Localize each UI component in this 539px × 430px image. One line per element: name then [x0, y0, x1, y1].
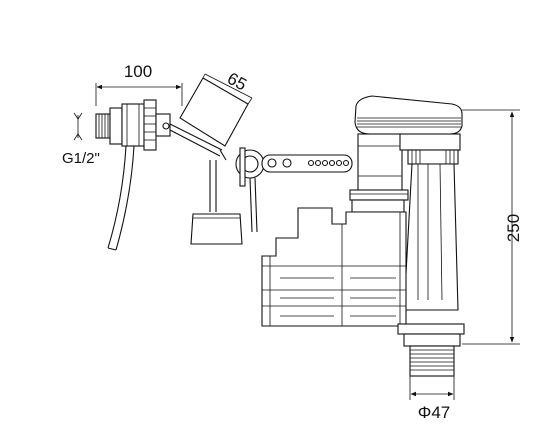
dimension-250: 250: [462, 109, 523, 345]
valve-top-cap: [354, 95, 463, 135]
flush-valve-drawing: 250 Φ47: [261, 95, 523, 422]
float-weight: [190, 160, 243, 245]
dimension-phi47: Φ47: [409, 376, 455, 422]
adjustment-bracket: [235, 147, 353, 233]
dimension-label-65: 65: [224, 69, 250, 95]
valve-column: [349, 133, 461, 311]
thread-label: G1/2": [62, 150, 100, 167]
inlet-body: [95, 99, 171, 151]
valve-cage: [261, 207, 407, 327]
thread-dimension: G1/2": [62, 112, 100, 167]
float-arm: [169, 123, 227, 161]
dimension-100: 100: [95, 62, 183, 106]
dimension-label-phi47: Φ47: [418, 403, 450, 422]
dimension-label-100: 100: [124, 62, 152, 81]
valve-base: [397, 323, 465, 377]
supply-hose: [107, 145, 135, 251]
dimension-label-250: 250: [504, 214, 523, 242]
